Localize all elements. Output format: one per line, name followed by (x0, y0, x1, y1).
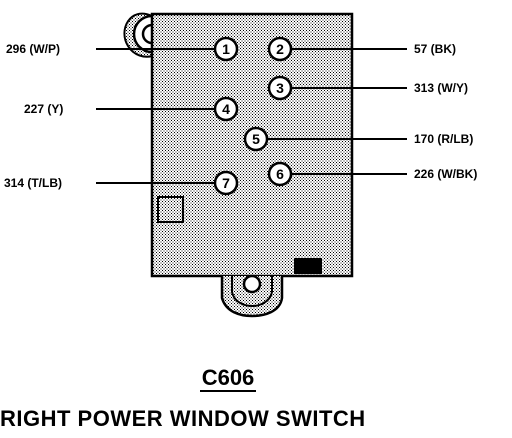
pin-3: 3 (267, 75, 293, 101)
pin-6: 6 (267, 161, 293, 187)
pin-3-number: 3 (276, 80, 284, 96)
pin-2-number: 2 (276, 41, 284, 57)
pin-5-number: 5 (252, 131, 260, 147)
wire-label-pin-6: 226 (W/BK) (414, 167, 478, 181)
pin-4: 4 (213, 96, 239, 122)
wire-label-pin-7: 314 (T/LB) (4, 176, 63, 190)
wire-label-pin-2: 57 (BK) (414, 42, 457, 56)
pin-7-number: 7 (222, 175, 230, 191)
connector-id: C606 (199, 365, 257, 392)
wire-label-pin-1: 296 (W/P) (6, 42, 61, 56)
pin-1-number: 1 (222, 41, 230, 57)
terminal-window (157, 196, 184, 223)
leader-lines (96, 48, 407, 184)
pin-1: 1 (213, 36, 239, 62)
pin-6-number: 6 (276, 166, 284, 182)
wire-label-pin-3: 313 (W/Y) (414, 81, 469, 95)
component-name: RIGHT POWER WINDOW SWITCH (0, 406, 366, 431)
locking-tab (294, 258, 322, 274)
wire-label-pin-5: 170 (R/LB) (414, 132, 474, 146)
pin-5: 5 (243, 126, 269, 152)
wire-label-pin-4: 227 (Y) (24, 102, 64, 116)
pin-2: 2 (267, 36, 293, 62)
pin-7: 7 (213, 170, 239, 196)
connector-id-heading: C606 (0, 365, 456, 392)
pin-4-number: 4 (222, 101, 230, 117)
bottom-mounting-ear (220, 274, 284, 318)
